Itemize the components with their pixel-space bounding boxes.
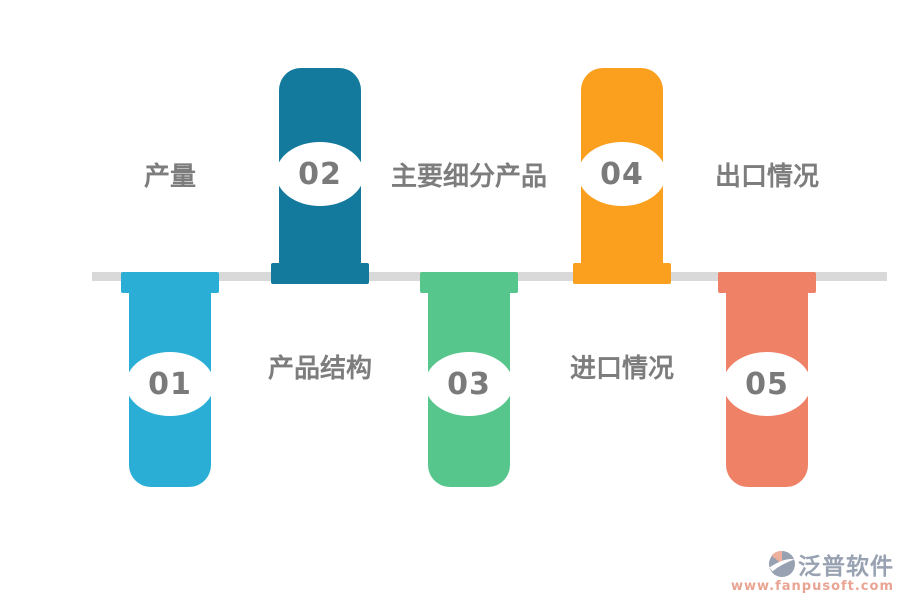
item-label: 进口情况 — [569, 354, 675, 384]
pillar-cap — [573, 263, 671, 284]
pillar-cap — [121, 272, 219, 293]
timeline-item-04: 进口情况 04 — [569, 0, 675, 600]
timeline-item-03: 主要细分产品 03 — [391, 0, 547, 600]
number-badge: 03 — [425, 352, 513, 416]
item-label: 产品结构 — [267, 354, 373, 384]
brand-watermark: 泛普软件 www.fanpusoft.com — [731, 547, 894, 594]
number-badge: 04 — [578, 142, 666, 206]
timeline-item-05: 出口情况 05 — [714, 0, 820, 600]
item-label: 主要细分产品 — [390, 162, 548, 192]
number-badge: 02 — [276, 142, 364, 206]
brand-url: www.fanpusoft.com — [730, 579, 894, 594]
number-badge: 05 — [723, 352, 811, 416]
timeline-item-02: 产品结构 02 — [267, 0, 373, 600]
item-label: 产量 — [143, 162, 197, 192]
item-label: 出口情况 — [714, 162, 820, 192]
pillar-cap — [420, 272, 518, 293]
fanpu-logo-icon — [768, 550, 796, 578]
brand-name: 泛普软件 — [798, 554, 894, 580]
item-number: 03 — [447, 366, 491, 402]
item-number: 05 — [745, 366, 789, 402]
item-number: 04 — [600, 156, 644, 192]
timeline-item-01: 产量 01 — [121, 0, 219, 600]
item-number: 01 — [148, 366, 192, 402]
item-number: 02 — [298, 156, 342, 192]
number-badge: 01 — [126, 352, 214, 416]
pillar-cap — [271, 263, 369, 284]
pillar-cap — [718, 272, 816, 293]
